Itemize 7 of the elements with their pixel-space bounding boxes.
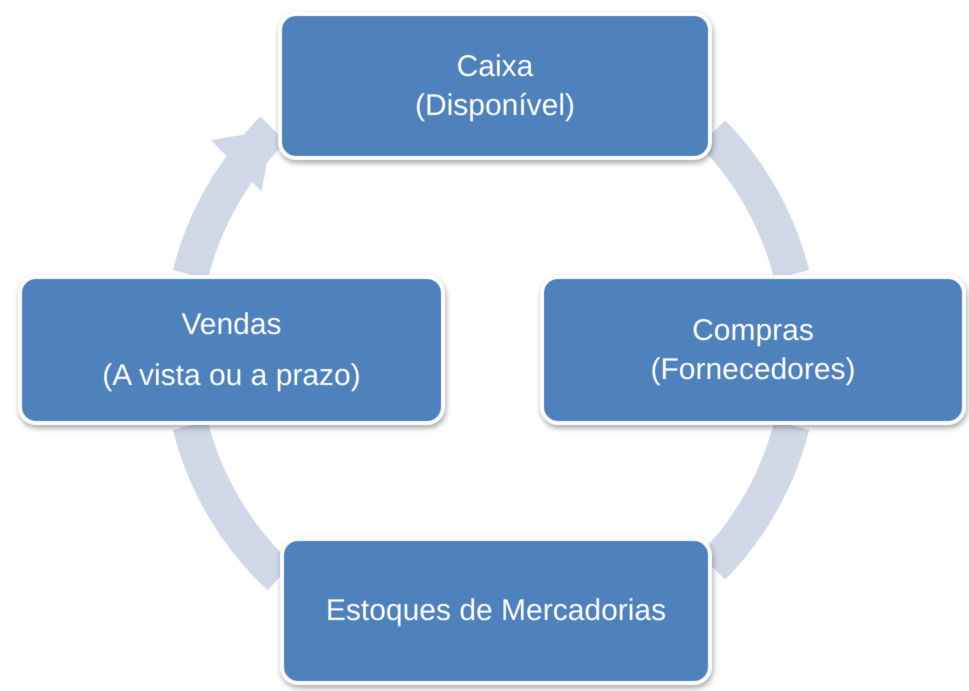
box-label: Vendas xyxy=(181,306,282,342)
box-label: (Disponível) xyxy=(414,88,576,124)
box-label: Caixa xyxy=(456,48,534,84)
box-label: Estoques de Mercadorias xyxy=(326,593,666,630)
box-label: Compras xyxy=(692,312,814,348)
box-label: (Fornecedores) xyxy=(650,352,856,388)
box-label: (A vista ou a prazo) xyxy=(102,358,361,394)
